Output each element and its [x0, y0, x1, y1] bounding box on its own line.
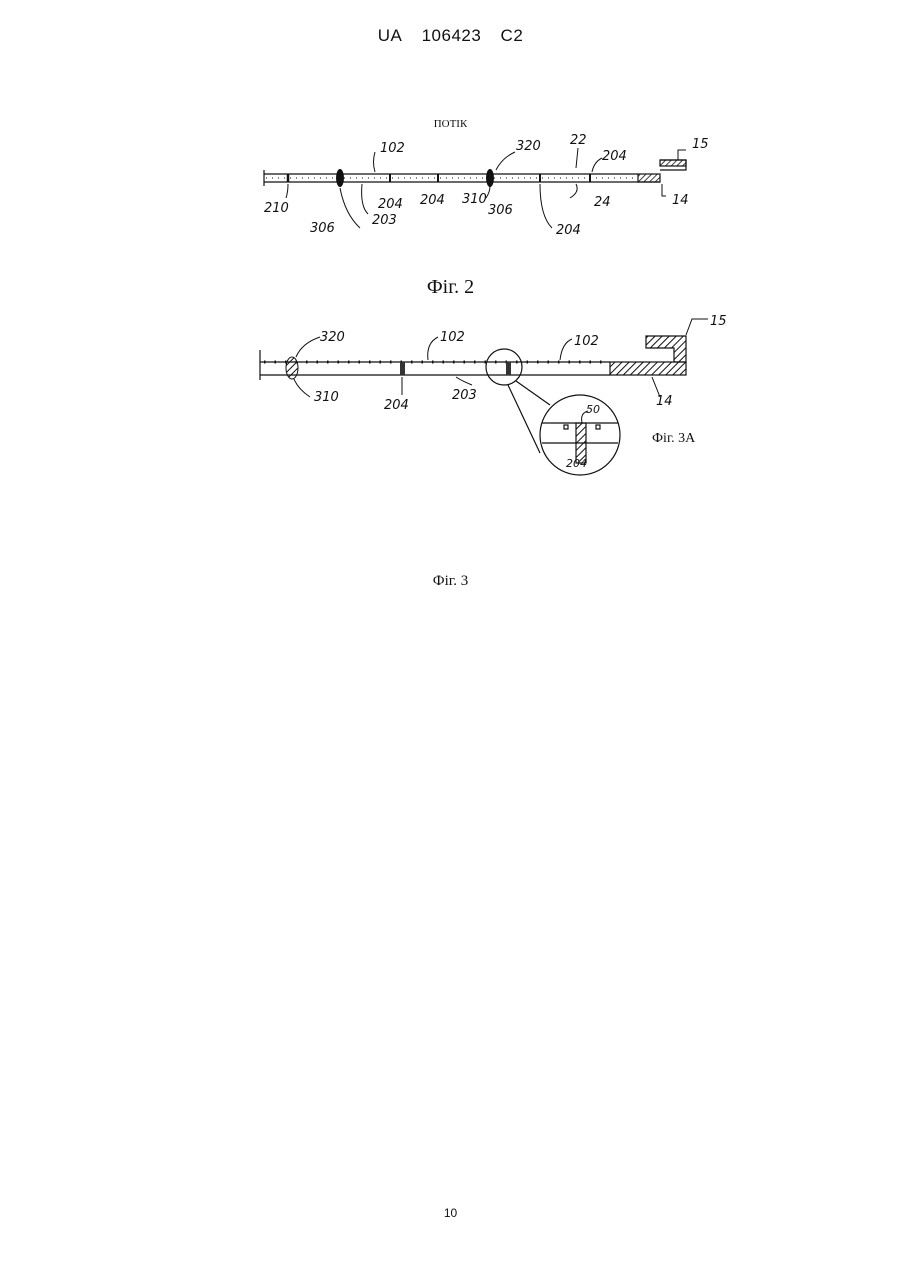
patent-kind: C2 [501, 26, 524, 45]
label-15-fig2: 15 [692, 137, 709, 152]
label-15-fig3: 15 [710, 314, 727, 329]
label-14-fig2: 14 [672, 193, 689, 208]
label-102-fig3-a: 102 [440, 330, 465, 345]
label-320-fig2: 320 [516, 139, 541, 154]
label-306-fig2-left: 306 [310, 221, 335, 236]
label-50-fig3: 50 [586, 403, 600, 416]
label-203-fig3: 203 [452, 388, 477, 403]
figure-3-drawing: 320 102 102 15 310 204 203 14 50 204 [240, 305, 740, 485]
patent-number: 106423 [422, 26, 482, 45]
label-306-fig2-right: 306 [488, 203, 513, 218]
label-204-fig3-detail: 204 [566, 457, 587, 470]
label-14-fig3: 14 [656, 394, 673, 409]
label-102-fig2: 102 [380, 141, 405, 156]
page-number: 10 [0, 1206, 901, 1220]
patent-header: UA 106423 C2 [0, 26, 901, 46]
label-204-fig3: 204 [384, 398, 409, 413]
label-310-fig2: 310 [462, 192, 487, 207]
label-204-fig2-a: 204 [378, 197, 403, 212]
label-204-fig2-top: 204 [602, 149, 627, 164]
figure-3-caption: Фіг. 3 [0, 573, 901, 590]
label-102-fig3-b: 102 [574, 334, 599, 349]
label-204-fig2-b: 204 [420, 193, 445, 208]
label-24-fig2: 24 [594, 195, 611, 210]
label-210-fig2: 210 [264, 201, 289, 216]
figure-3a-caption: Фіг. 3A [652, 431, 695, 447]
label-320-fig3: 320 [320, 330, 345, 345]
label-203-fig2: 203 [372, 213, 397, 228]
label-22-fig2: 22 [570, 133, 587, 148]
patent-country: UA [378, 26, 403, 45]
figure-2-caption: Фіг. 2 [0, 276, 901, 299]
label-204-fig2-c: 204 [556, 223, 581, 238]
label-310-fig3: 310 [314, 390, 339, 405]
